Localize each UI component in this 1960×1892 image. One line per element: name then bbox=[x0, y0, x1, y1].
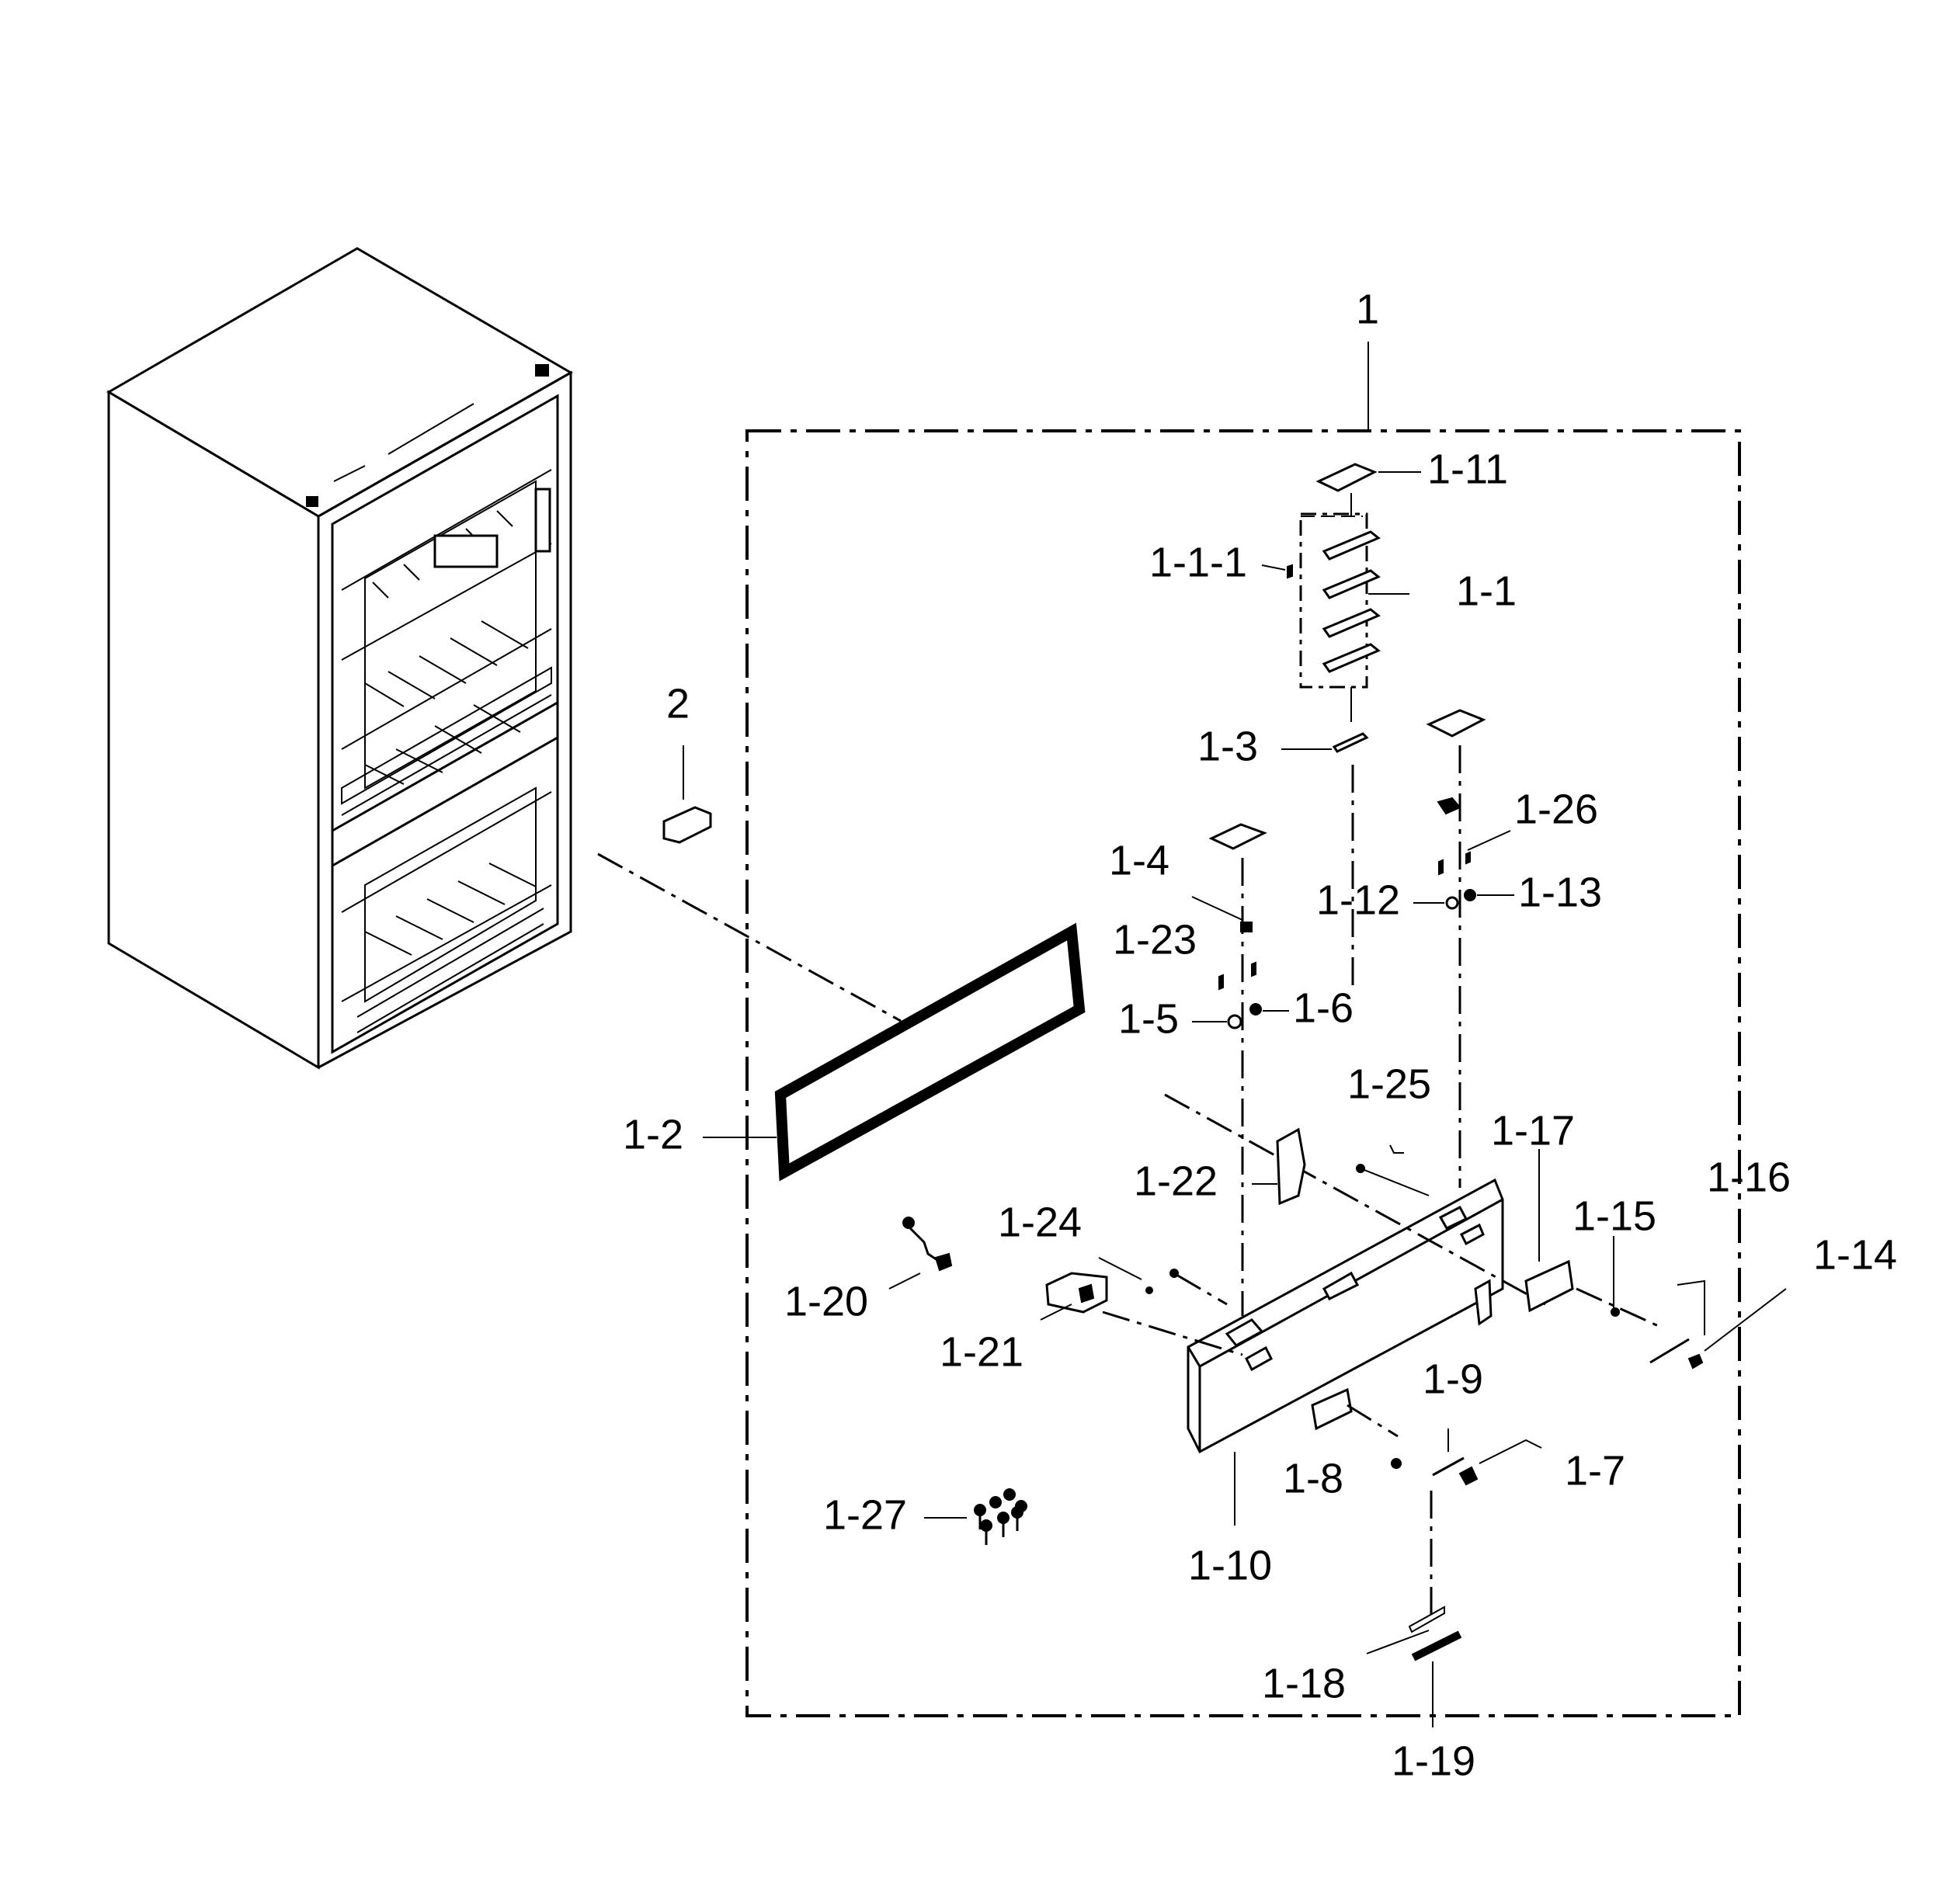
callout-1-3: 1-3 bbox=[1197, 723, 1258, 769]
part-1-7-screw bbox=[1458, 1439, 1542, 1486]
callout-1-15: 1-15 bbox=[1573, 1192, 1656, 1239]
part-1-18 bbox=[1366, 1606, 1445, 1654]
callout-1-8: 1-8 bbox=[1283, 1455, 1343, 1501]
assembly-1-boundary bbox=[745, 429, 1741, 1717]
part-1-26 bbox=[1437, 797, 1511, 865]
callout-1-12: 1-12 bbox=[1316, 877, 1400, 923]
part-right-cap bbox=[1426, 709, 1486, 1188]
part-1-17 bbox=[1524, 1149, 1574, 1313]
callout-1-20: 1-20 bbox=[784, 1278, 868, 1324]
callout-1-5: 1-5 bbox=[1118, 995, 1179, 1042]
callout-1-9: 1-9 bbox=[1423, 1356, 1483, 1402]
callout-1-1-1: 1-1-1 bbox=[1149, 539, 1247, 585]
part-1-14 bbox=[1687, 1288, 1787, 1370]
refrigerator-cabinet bbox=[106, 247, 574, 1070]
callout-1-6: 1-6 bbox=[1293, 984, 1354, 1031]
part-1-25 bbox=[1356, 1144, 1430, 1196]
part-1-8-plate bbox=[1311, 1387, 1402, 1469]
callout-1-13: 1-13 bbox=[1518, 869, 1602, 915]
callout-1-1: 1-1 bbox=[1456, 568, 1517, 614]
callout-1-10: 1-10 bbox=[1188, 1542, 1272, 1588]
part-1-27-screw-set bbox=[924, 1488, 1027, 1545]
part-1-4 bbox=[1191, 896, 1253, 932]
part-1-10-rail bbox=[1187, 1178, 1504, 1526]
callout-1-26: 1-26 bbox=[1514, 786, 1598, 832]
callout-1-25: 1-25 bbox=[1347, 1061, 1431, 1107]
part-1-22 bbox=[1252, 1127, 1306, 1206]
callout-1-22: 1-22 bbox=[1134, 1158, 1218, 1204]
callout-1-27: 1-27 bbox=[823, 1491, 907, 1538]
part-1-16 bbox=[1649, 1279, 1705, 1364]
part-1-11-cap bbox=[1315, 463, 1421, 516]
part-1-3 bbox=[1281, 732, 1369, 986]
callout-1-4: 1-4 bbox=[1109, 837, 1169, 884]
callout-2: 2 bbox=[666, 680, 690, 727]
callout-1-24: 1-24 bbox=[998, 1199, 1082, 1245]
part-1-12 bbox=[1413, 859, 1459, 910]
callout-1-16: 1-16 bbox=[1707, 1154, 1791, 1200]
part-1-20-wire bbox=[888, 1217, 953, 1290]
callout-1-19: 1-19 bbox=[1392, 1738, 1475, 1784]
part-left-cap bbox=[1208, 823, 1267, 1316]
part-1-15 bbox=[1611, 1236, 1620, 1317]
callout-1-23: 1-23 bbox=[1113, 916, 1197, 963]
callout-1-18: 1-18 bbox=[1262, 1660, 1346, 1706]
part-1-2-gasket bbox=[703, 922, 1086, 1182]
callout-1-14: 1-14 bbox=[1813, 1231, 1897, 1278]
part-1-23 bbox=[1218, 961, 1256, 991]
part-1-9 bbox=[1432, 1429, 1465, 1477]
part-1-13 bbox=[1464, 889, 1514, 901]
part-2-bracket bbox=[662, 745, 712, 844]
part-1-21-hinge bbox=[1040, 1272, 1108, 1321]
callout-1-7: 1-7 bbox=[1565, 1447, 1625, 1494]
part-1-6 bbox=[1249, 1003, 1289, 1015]
callout-1-11: 1-11 bbox=[1427, 446, 1508, 492]
callout-1-17: 1-17 bbox=[1491, 1107, 1575, 1154]
callout-1-21: 1-21 bbox=[940, 1328, 1023, 1375]
callout-labels: 1 2 1-11 1-1-1 1-1 1-3 1-26 1-4 1-12 1-1… bbox=[623, 286, 1897, 1784]
callout-1-2: 1-2 bbox=[623, 1111, 683, 1158]
part-1-24 bbox=[1098, 1257, 1228, 1306]
part-1-1-group bbox=[1261, 512, 1409, 722]
part-1-5 bbox=[1192, 1014, 1242, 1029]
callout-1: 1 bbox=[1356, 286, 1379, 332]
part-1-19 bbox=[1411, 1630, 1462, 1727]
